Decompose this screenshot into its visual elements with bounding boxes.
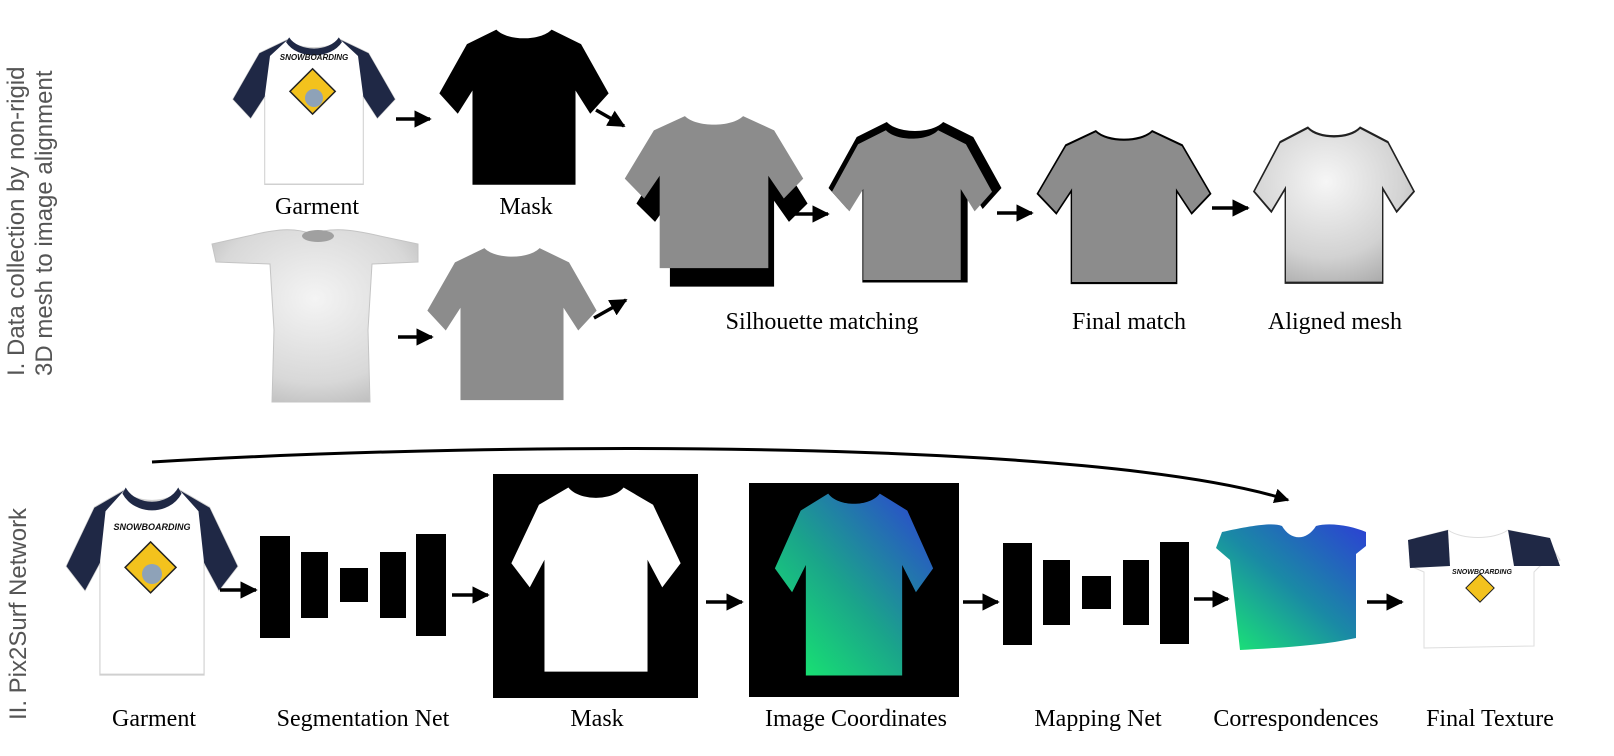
arrow-mask-to-silhouette: [595, 108, 626, 128]
seg-layer-1: [260, 536, 290, 638]
garment-print-top: SNOWBOARDING: [280, 53, 348, 116]
seg-layer-2: [301, 552, 328, 618]
arrow-gray-to-silhouette: [593, 298, 628, 320]
correspondences: [1216, 524, 1366, 650]
garment-tshirt-top: [232, 37, 396, 186]
shirt-print-text-bottom: SNOWBOARDING: [114, 522, 191, 532]
seg-layer-3: [340, 568, 368, 602]
3d-mesh-body: [211, 229, 419, 403]
caption-mask-bottom: Mask: [570, 706, 624, 732]
bottom-arrows: [220, 581, 1404, 611]
map-layer-4: [1123, 560, 1149, 625]
caption-final-match: Final match: [1072, 309, 1186, 335]
caption-garment-top: Garment: [275, 194, 359, 220]
final-texture-print-text: SNOWBOARDING: [1452, 569, 1512, 576]
mask-black-top: [439, 29, 609, 185]
caption-segmentation-net: Segmentation Net: [276, 706, 450, 732]
map-layer-1: [1003, 543, 1032, 645]
mask-panel: [493, 474, 698, 698]
seg-layer-4: [380, 552, 406, 618]
caption-correspondences: Correspondences: [1213, 706, 1379, 732]
final-match-result: [1036, 130, 1212, 285]
final-match-stage: [828, 122, 1002, 283]
caption-final-texture: Final Texture: [1426, 706, 1554, 732]
silhouette-matching: [624, 116, 808, 287]
side-label-bottom: II. Pix2Surf Network: [5, 507, 32, 720]
top-arrows: [396, 108, 1250, 346]
mesh-silhouette-gray: [427, 248, 597, 401]
skip-arrow: [151, 447, 1290, 504]
caption-image-coordinates: Image Coordinates: [765, 706, 947, 732]
image-coordinates-panel: [749, 483, 959, 697]
caption-garment-bottom: Garment: [112, 706, 196, 732]
side-label-top-line1: I. Data collection by non-rigid: [3, 66, 30, 377]
mapping-net[interactable]: [1003, 542, 1189, 645]
caption-mapping-net: Mapping Net: [1034, 706, 1162, 732]
caption-aligned-mesh: Aligned mesh: [1268, 309, 1402, 335]
segmentation-net[interactable]: [260, 534, 446, 638]
map-layer-5: [1160, 542, 1189, 644]
caption-silhouette-matching: Silhouette matching: [725, 309, 919, 335]
final-texture: SNOWBOARDING: [1408, 529, 1561, 649]
shirt-print-text-top: SNOWBOARDING: [280, 53, 348, 62]
map-layer-2: [1043, 560, 1070, 625]
side-label-top-line2: 3D mesh to image alignment: [31, 70, 58, 376]
seg-layer-5: [416, 534, 446, 636]
garment-tshirt-bottom: [65, 487, 239, 676]
aligned-mesh: [1252, 126, 1416, 284]
map-layer-3: [1082, 576, 1111, 609]
caption-mask-top: Mask: [499, 194, 553, 220]
garment-print-bottom: SNOWBOARDING: [114, 522, 191, 594]
